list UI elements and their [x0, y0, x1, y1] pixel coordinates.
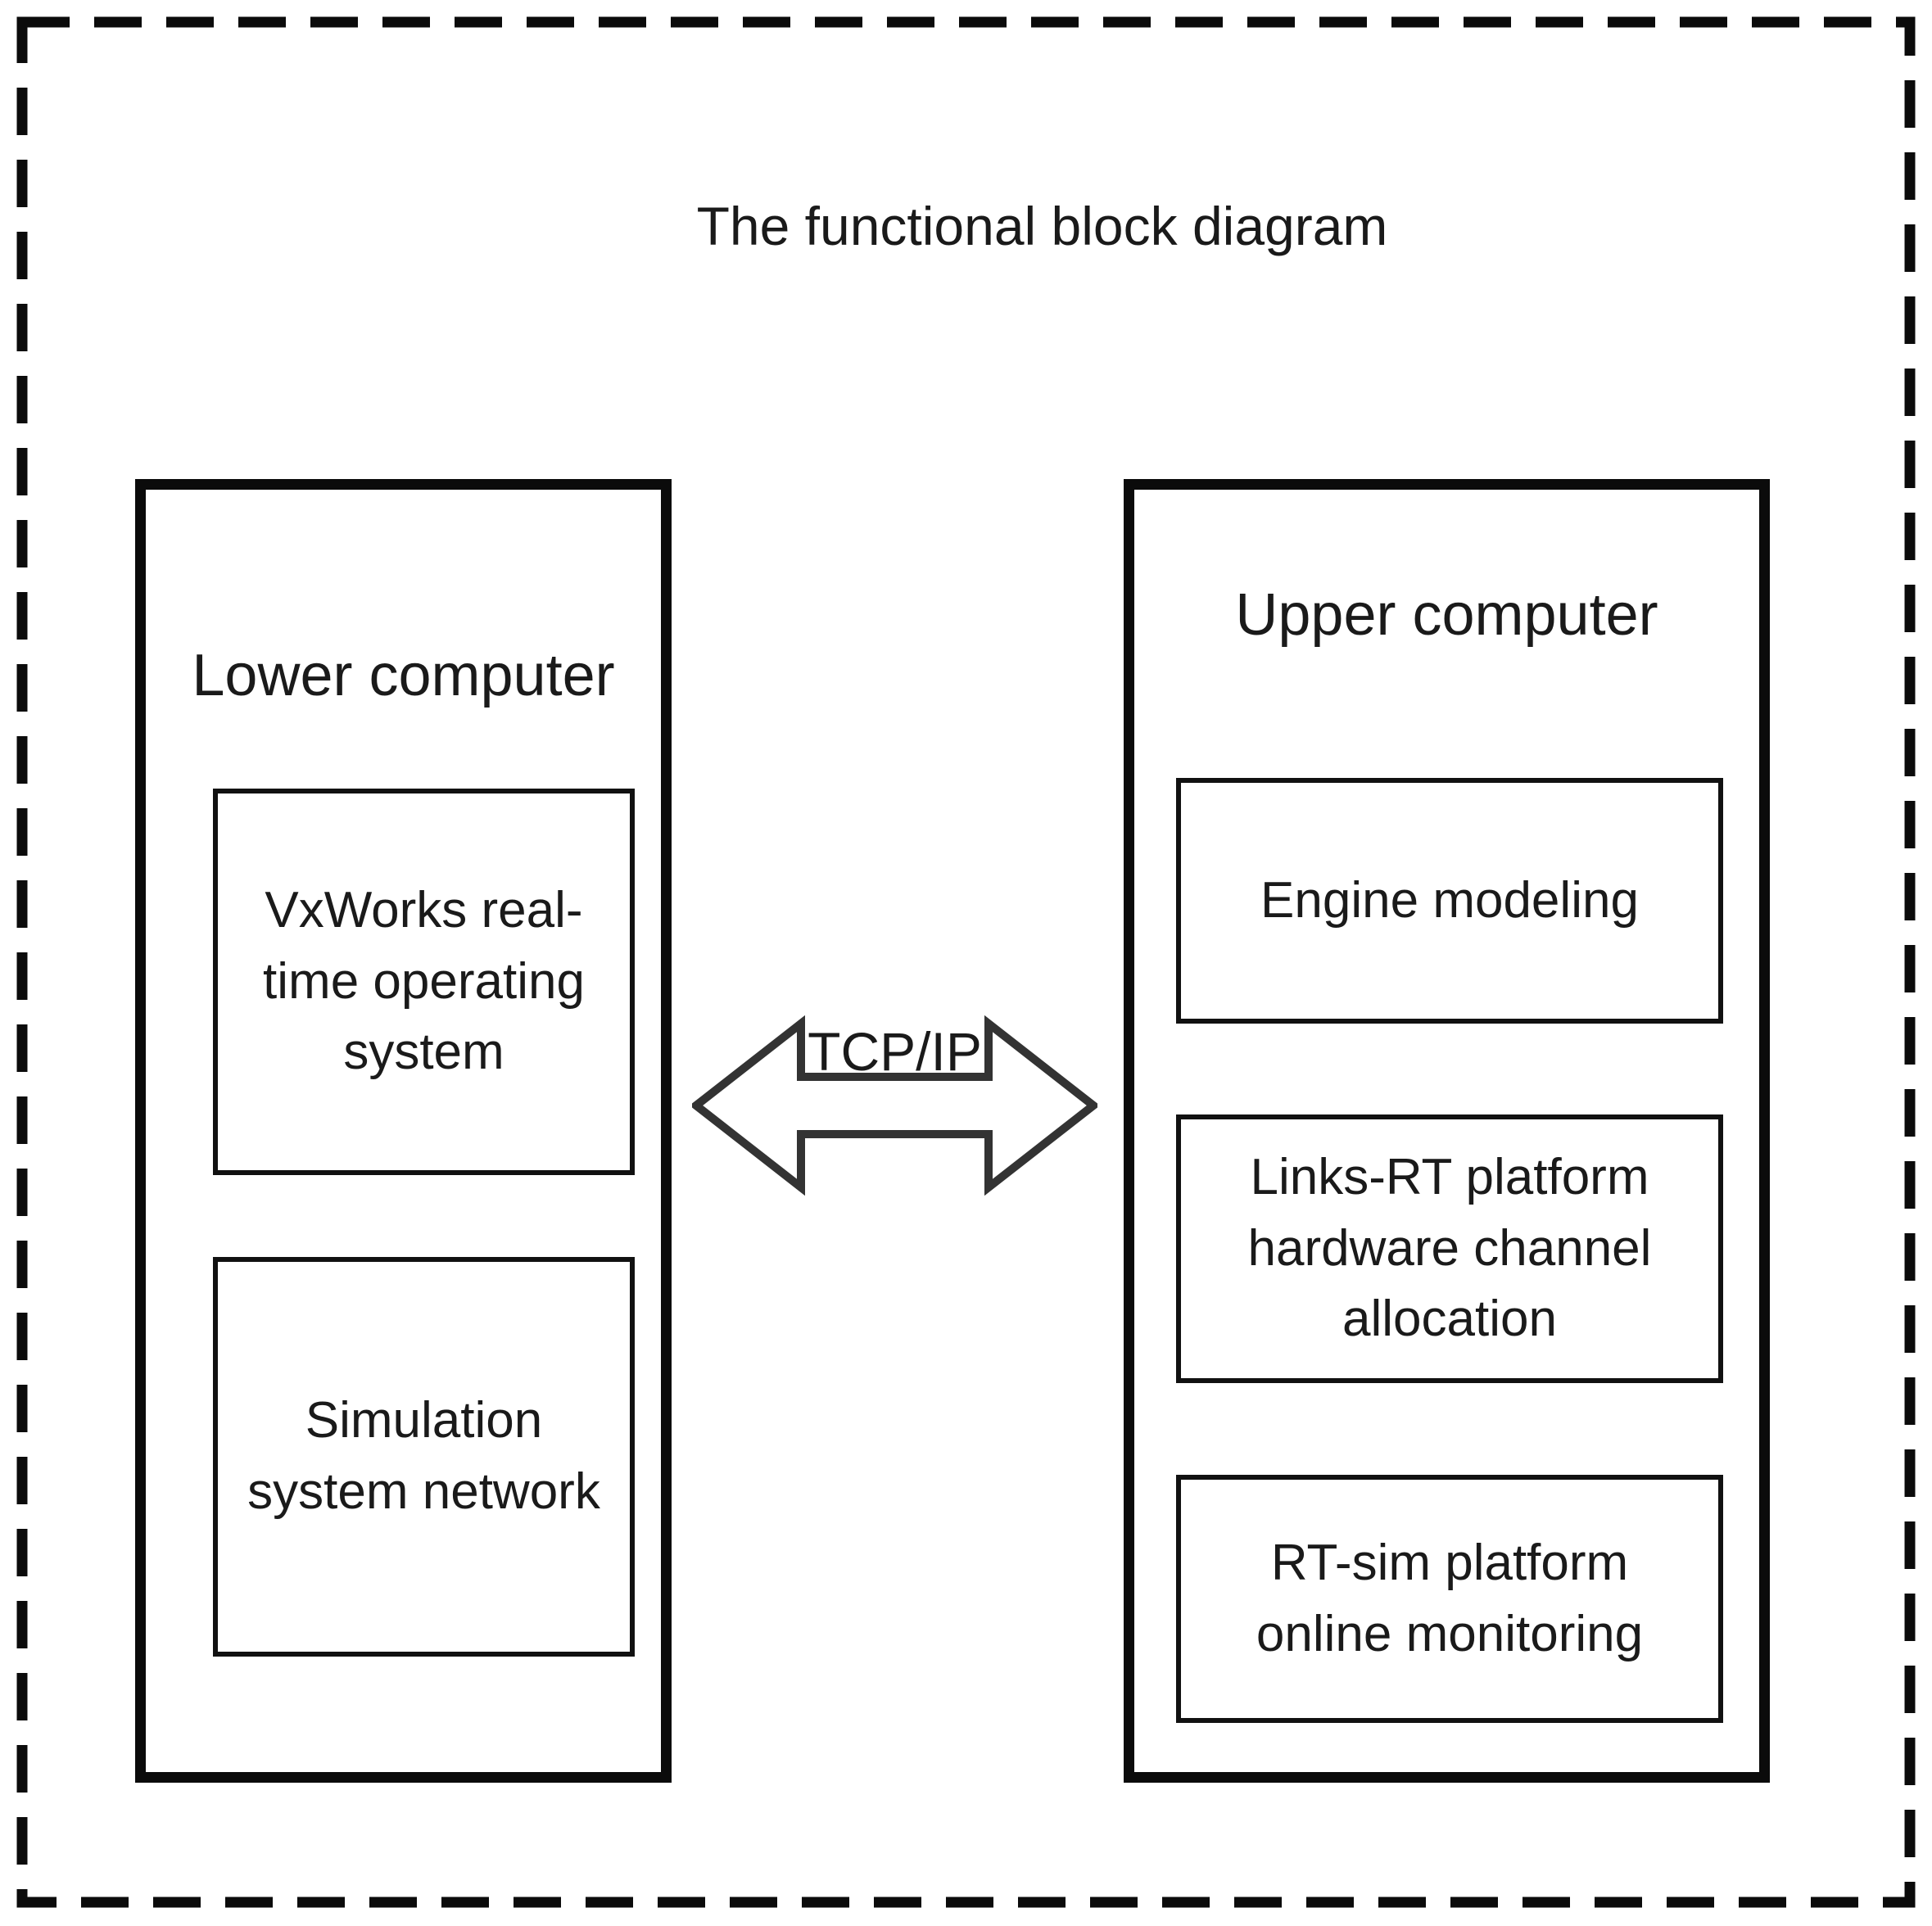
block-engine-label: Engine modeling — [1260, 871, 1639, 929]
block-rt-sim-online-monitoring: RT-sim platform online monitoring — [1176, 1475, 1723, 1723]
block-linksrt-label: Links-RT platform hardware channel alloc… — [1247, 1148, 1652, 1348]
block-vxworks-rtos: VxWorks real-time operating system — [213, 789, 635, 1175]
block-simulation-system-network: Simulation system network — [213, 1257, 635, 1657]
upper-computer-title: Upper computer — [1235, 582, 1658, 648]
lower-computer-title: Lower computer — [192, 643, 615, 708]
block-engine-modeling: Engine modeling — [1176, 778, 1723, 1024]
bidirectional-arrow-icon — [692, 1015, 1097, 1196]
block-vxworks-label: VxWorks real-time operating system — [263, 881, 585, 1081]
block-simnet-label: Simulation system network — [247, 1392, 600, 1520]
tcp-ip-label: TCP/IP — [808, 1021, 982, 1082]
block-rtsim-label: RT-sim platform online monitoring — [1256, 1534, 1644, 1662]
block-links-rt-channel-allocation: Links-RT platform hardware channel alloc… — [1176, 1114, 1723, 1383]
diagram-title: The functional block diagram — [696, 196, 1388, 256]
